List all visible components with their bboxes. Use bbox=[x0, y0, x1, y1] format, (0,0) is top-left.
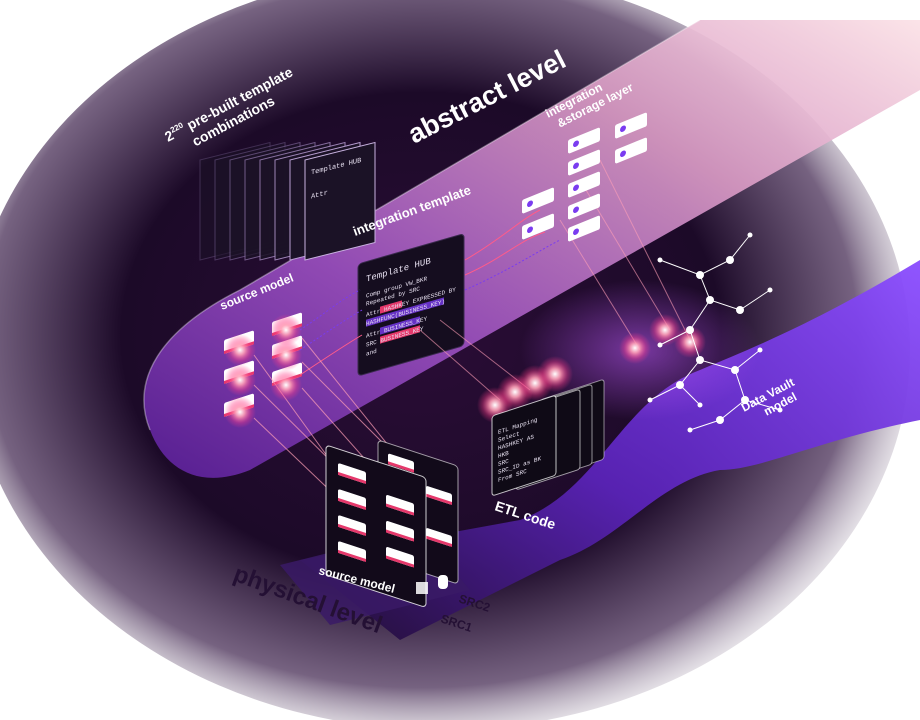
database-icon bbox=[438, 575, 448, 589]
etl-card-stack: ETL Mapping Select HASHKEY AS HKB SRC SR… bbox=[491, 379, 605, 496]
glow-points bbox=[224, 314, 706, 428]
etl-line-4: SRC bbox=[498, 458, 509, 468]
abstract-plane bbox=[144, 20, 920, 478]
template-hub-card: Template HUB Comp group VW_BKR Repeated … bbox=[357, 234, 465, 376]
etl-line-3: HKB bbox=[498, 450, 509, 460]
storage-layer-nodes bbox=[522, 112, 647, 242]
physical-source-cards bbox=[325, 440, 459, 607]
abstract-plane-edge bbox=[143, 19, 701, 431]
data-vault-nodes bbox=[647, 232, 783, 433]
template-hub-line-6: and bbox=[366, 348, 377, 358]
template-card-stack: Template HUB Attr bbox=[199, 141, 376, 261]
cube-icon bbox=[416, 582, 428, 594]
etl-front-card: ETL Mapping Select HASHKEY AS HKB SRC SR… bbox=[491, 395, 557, 496]
